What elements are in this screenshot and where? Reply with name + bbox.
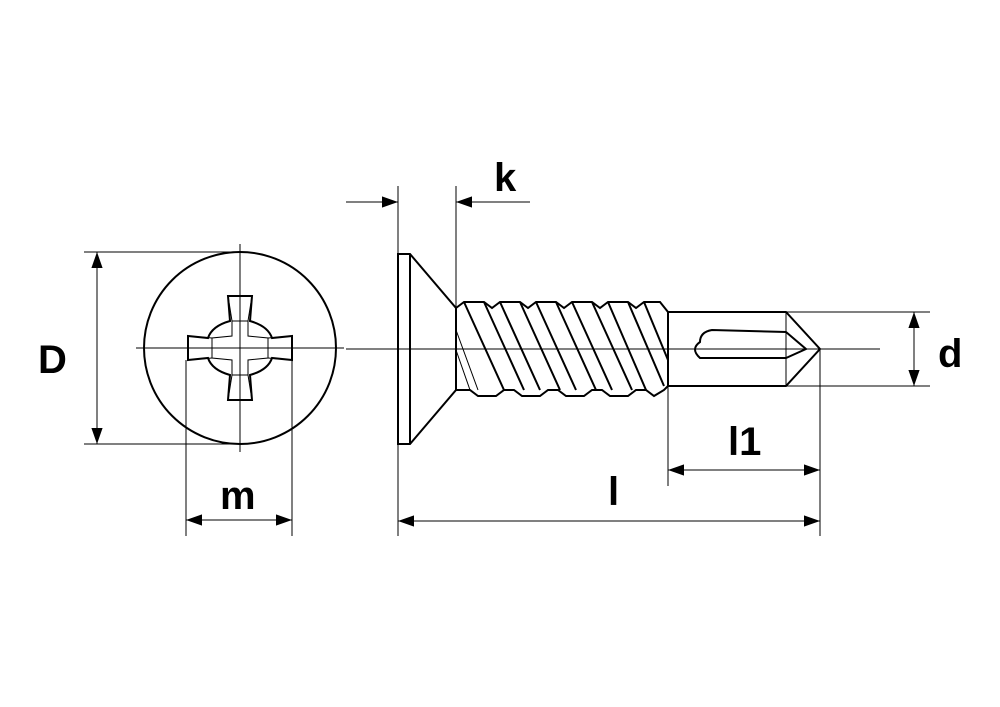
label-d: d bbox=[938, 332, 963, 376]
label-l1: l1 bbox=[728, 420, 762, 464]
dimension-l bbox=[397, 444, 820, 536]
drill-flute bbox=[694, 328, 808, 359]
dimension-D bbox=[84, 251, 240, 445]
dimension-d bbox=[786, 311, 930, 387]
dimension-k bbox=[346, 186, 530, 308]
label-k: k bbox=[494, 156, 517, 200]
head-top-view bbox=[136, 244, 344, 452]
thread-flanks bbox=[455, 301, 669, 391]
label-l: l bbox=[608, 470, 620, 514]
dimension-m bbox=[185, 360, 293, 536]
label-D: D bbox=[38, 338, 67, 382]
thread-outline bbox=[455, 301, 669, 313]
label-m: m bbox=[220, 474, 256, 518]
dimension-l1 bbox=[667, 349, 821, 536]
